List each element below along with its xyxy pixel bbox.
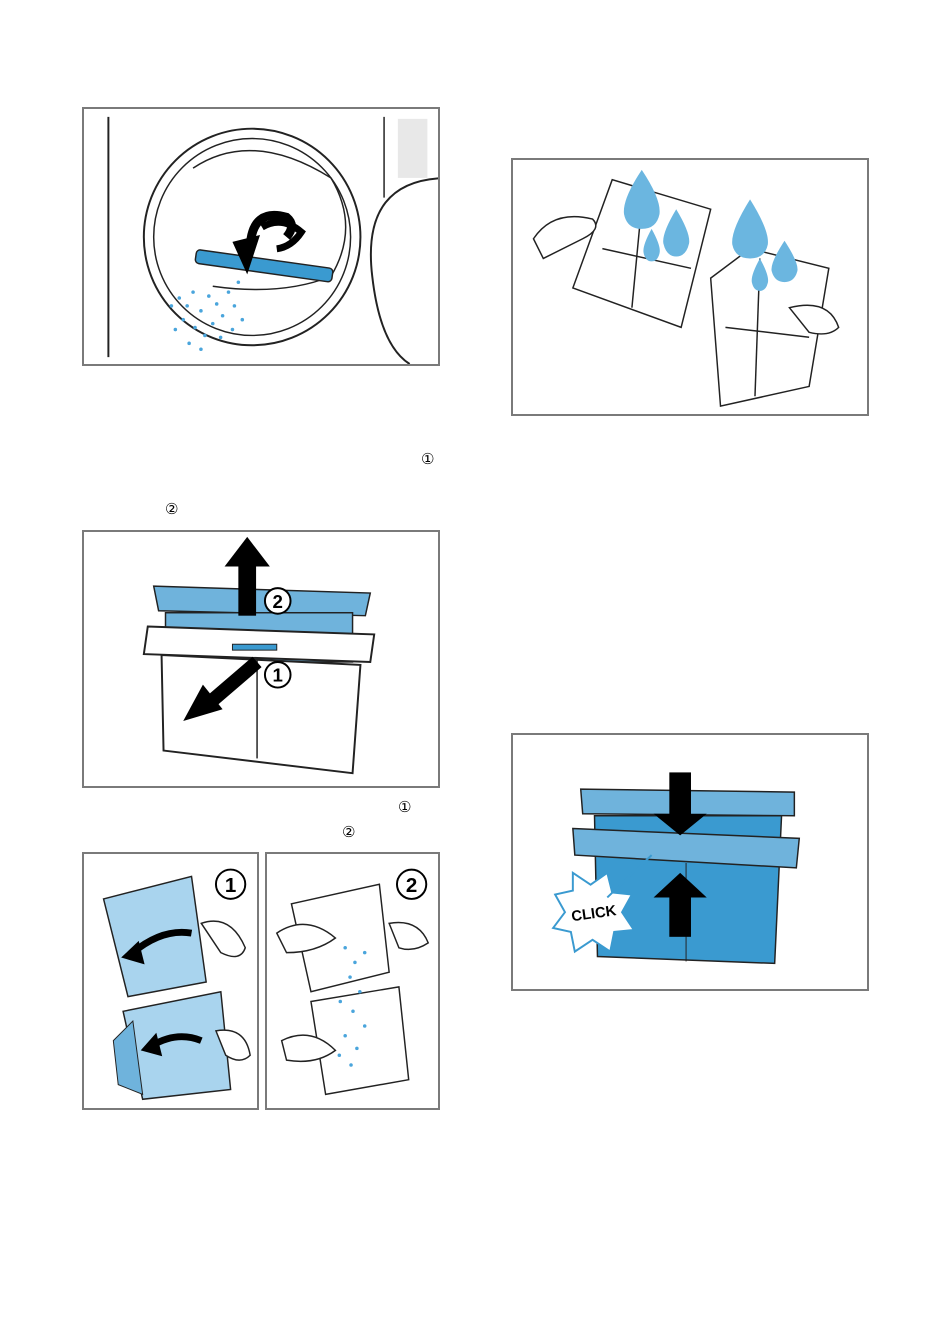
rinse-illustration (513, 160, 867, 414)
figure-rinse-filters (511, 158, 869, 416)
step-marker-2-clean: ② (342, 825, 355, 840)
step-marker-1-clean: ① (398, 800, 411, 815)
figure-drum-lint (82, 107, 440, 366)
filter-removal-illustration: 2 1 (84, 532, 438, 786)
figure-reinsert-filter: CLICK (511, 733, 869, 991)
clean-label-1: 1 (225, 874, 236, 897)
figure-label-2: 2 (273, 591, 283, 612)
figure-open-filter: 1 (82, 852, 259, 1110)
open-filter-illustration: 1 (84, 854, 257, 1108)
reinsert-illustration: CLICK (513, 735, 867, 989)
figure-label-1: 1 (273, 665, 283, 686)
clean-label-2: 2 (406, 874, 417, 897)
figure-remove-lint: 2 (265, 852, 440, 1110)
drum-lint-illustration (84, 109, 438, 364)
figure-filter-removal: 2 1 (82, 530, 440, 788)
remove-lint-illustration: 2 (267, 854, 438, 1108)
step-marker-2-remove: ② (165, 502, 178, 517)
step-marker-1-remove: ① (421, 452, 434, 467)
